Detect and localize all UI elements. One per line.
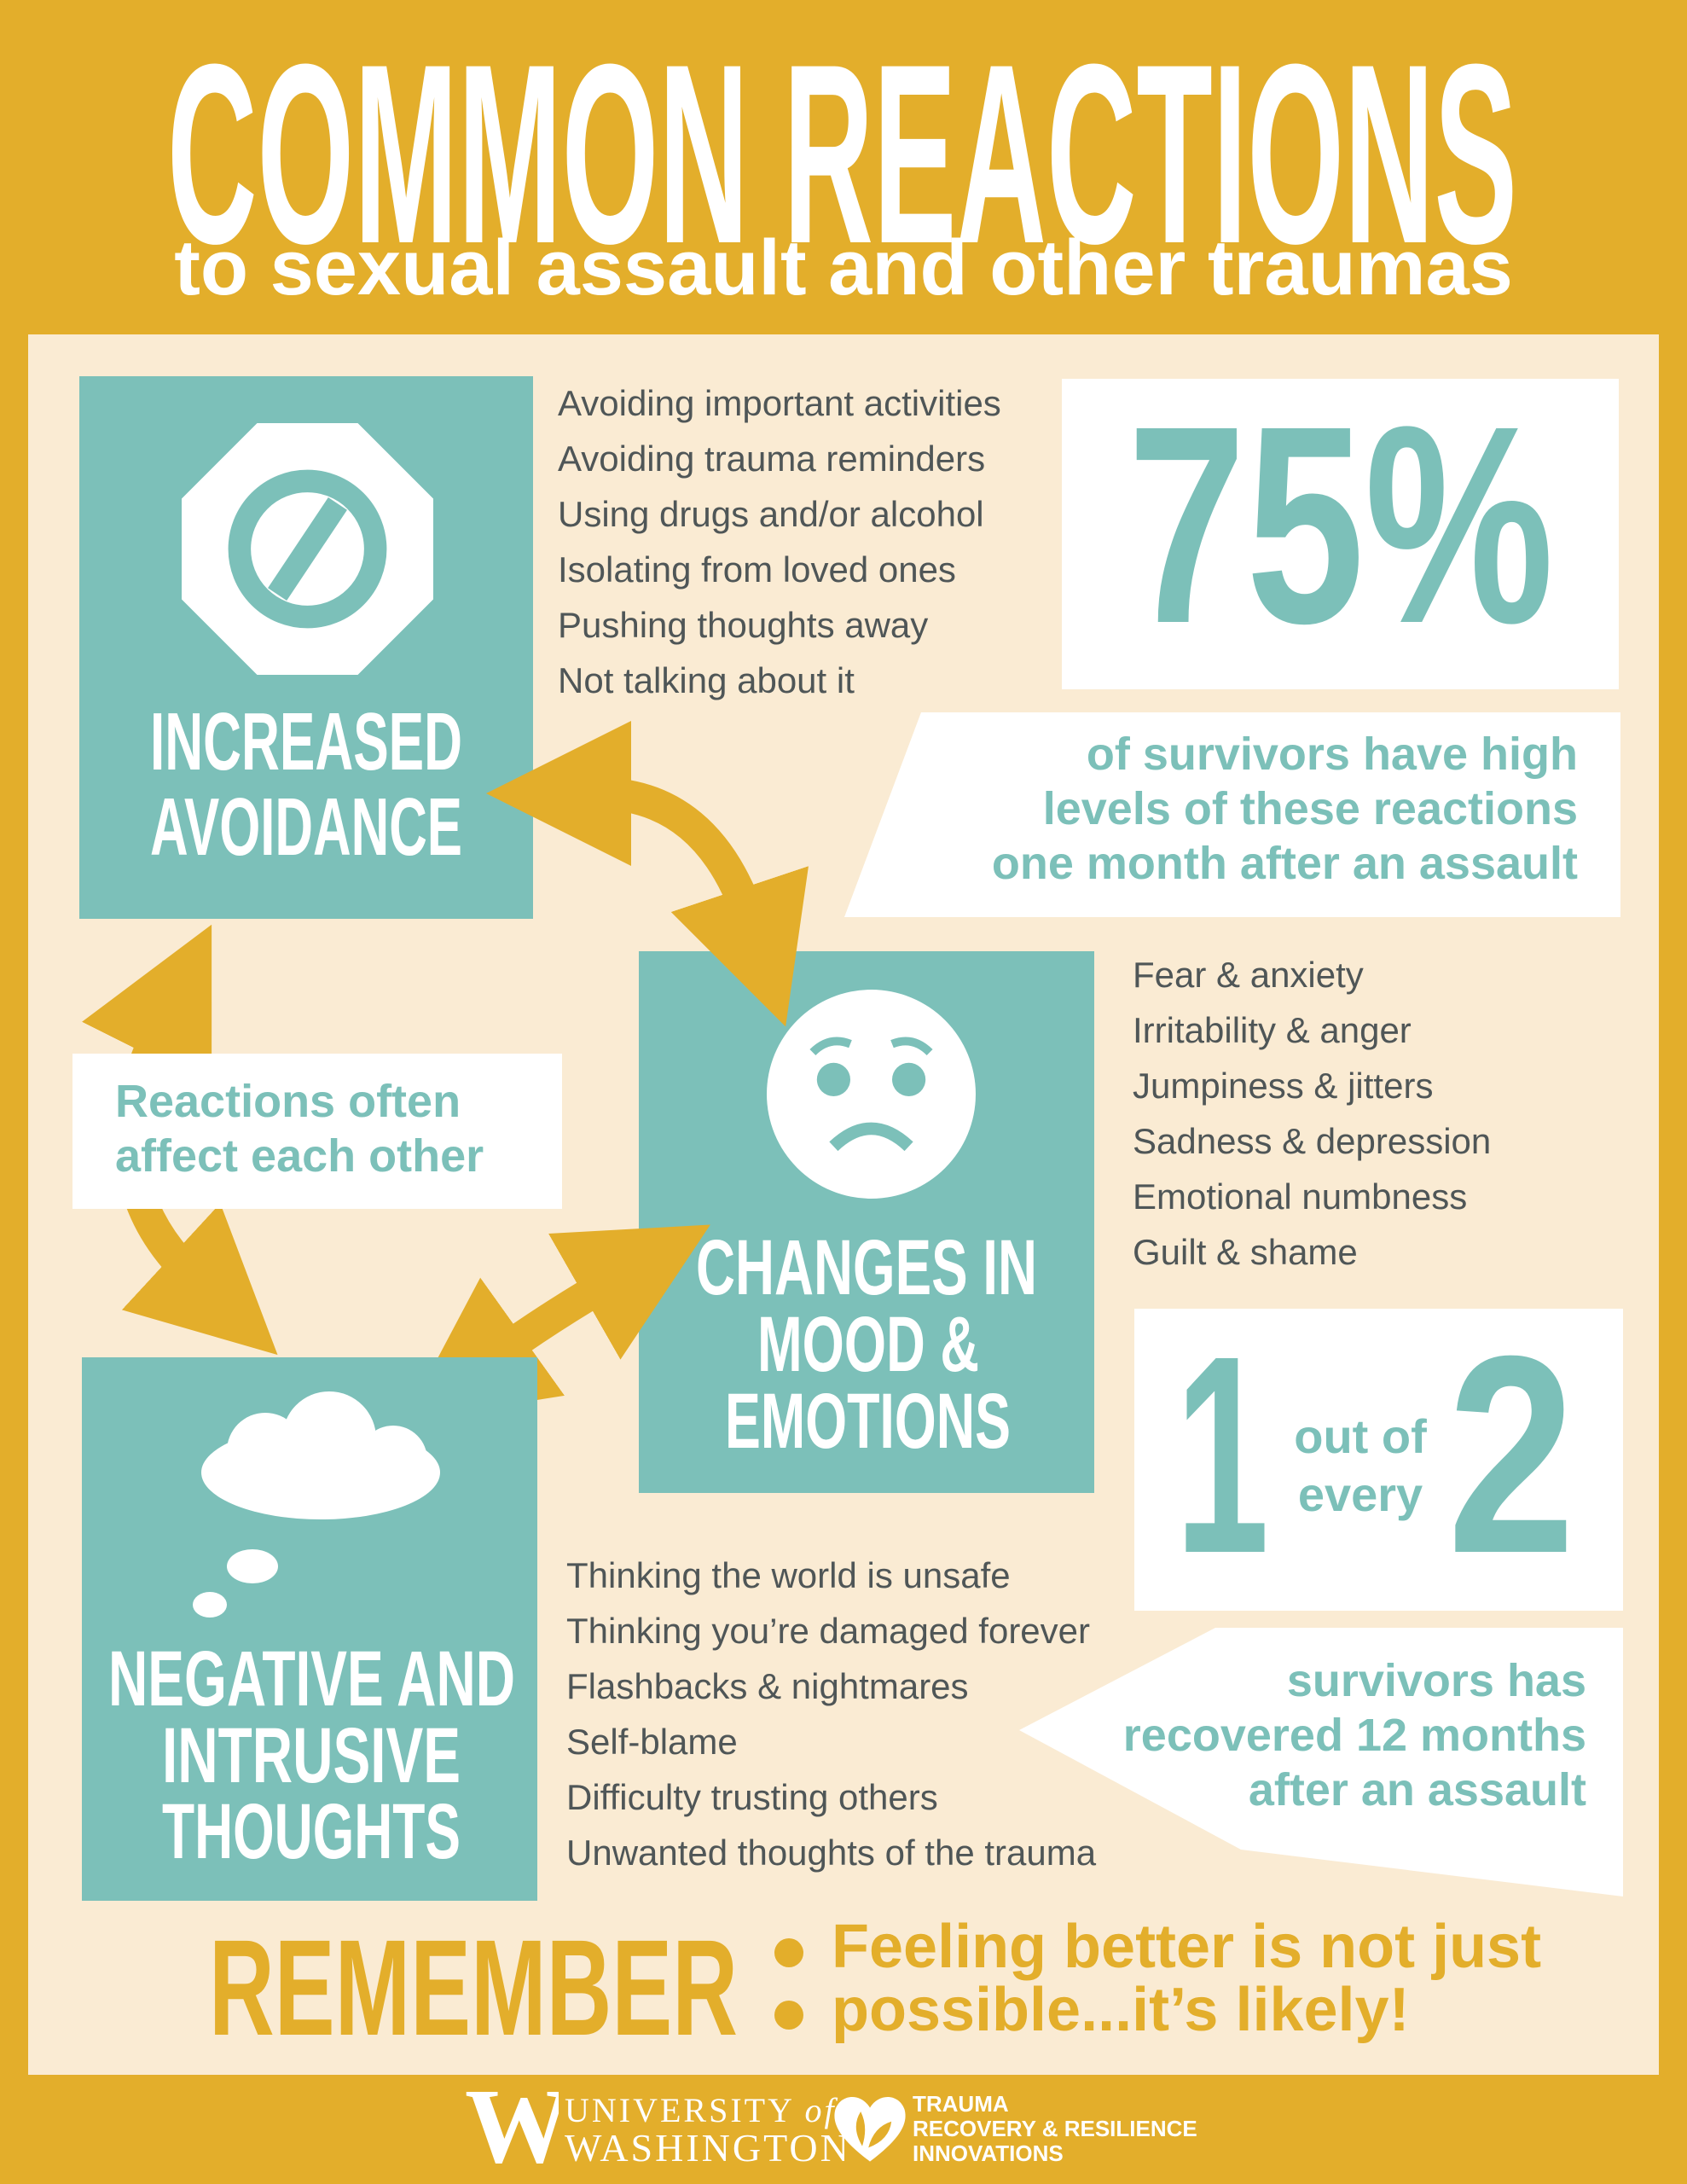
trri-line: TRAUMA	[913, 2091, 1009, 2117]
message-line: possible...it’s likely!	[832, 1976, 1410, 2044]
stat-out-of-every: out of every	[1279, 1408, 1441, 1524]
list-item: Using drugs and/or alcohol	[558, 494, 984, 534]
stat-75-value: 75%	[1128, 367, 1554, 682]
trri-line: INNOVATIONS	[913, 2140, 1064, 2166]
bullet-dot	[774, 1938, 803, 1967]
thoughts-card	[82, 1357, 537, 1901]
avoidance-list: Avoiding important activities Avoiding t…	[558, 375, 1001, 708]
thoughts-heading-line1: NEGATIVE AND	[108, 1635, 515, 1722]
mood-card	[639, 951, 1094, 1493]
list-item: Isolating from loved ones	[558, 549, 956, 590]
page-title: COMMON REACTIONS	[167, 10, 1517, 297]
list-item: Flashbacks & nightmares	[566, 1666, 969, 1706]
caption-line: after an assault	[1248, 1764, 1586, 1815]
uw-of: of	[804, 2091, 837, 2129]
stat-middle-line: out of	[1294, 1409, 1427, 1463]
note-line: Reactions often	[115, 1076, 461, 1127]
list-item: Emotional numbness	[1133, 1176, 1468, 1217]
trri-wordmark: TRAUMA RECOVERY & RESILIENCE INNOVATIONS	[913, 2092, 1197, 2166]
stat-1of2-callout-shape	[1019, 1628, 1623, 1896]
list-item: Fear & anxiety	[1133, 955, 1364, 995]
page-subtitle: to sexual assault and other traumas	[174, 224, 1513, 311]
no-sign-octagon-icon	[182, 423, 433, 675]
thoughts-heading-line2: INTRUSIVE	[162, 1712, 461, 1799]
bullet-dot	[774, 2001, 803, 2030]
arrow-avoidance-mood	[486, 721, 809, 1027]
caption-line: recovered 12 months	[1122, 1710, 1586, 1761]
stat-1of2-box	[1134, 1309, 1623, 1611]
list-item: Avoiding trauma reminders	[558, 439, 986, 479]
list-item: Irritability & anger	[1133, 1010, 1412, 1050]
list-item: Difficulty trusting others	[566, 1777, 938, 1817]
stat-num2: 2	[1447, 1297, 1575, 1612]
list-item: Sadness & depression	[1133, 1121, 1492, 1161]
avoidance-heading-line2: AVOIDANCE	[150, 781, 462, 873]
sad-face-icon	[767, 990, 976, 1199]
uw-logo-w: W	[465, 2088, 559, 2165]
list-item: Pushing thoughts away	[558, 605, 929, 645]
thoughts-list: Thinking the world is unsafe Thinking yo…	[566, 1548, 1096, 1880]
list-item: Unwanted thoughts of the trauma	[566, 1833, 1097, 1873]
stat-num1: 1	[1175, 1297, 1269, 1612]
list-item: Not talking about it	[558, 660, 855, 700]
note-line: affect each other	[115, 1130, 484, 1182]
uw-line1: UNIVERSITY	[565, 2091, 794, 2129]
remember-label: REMEMBER	[209, 1911, 738, 2064]
caption-line: survivors has	[1286, 1655, 1586, 1706]
message-line: Feeling better is not just	[832, 1913, 1542, 1981]
avoidance-heading-line1: INCREASED	[150, 696, 462, 787]
caption-line: of survivors have high	[1086, 729, 1578, 780]
list-item: Guilt & shame	[1133, 1232, 1358, 1272]
trri-line: RECOVERY & RESILIENCE	[913, 2116, 1197, 2141]
uw-wordmark: UNIVERSITY of WASHINGTON	[565, 2091, 851, 2169]
stat-75-callout-shape	[844, 712, 1620, 917]
stat-1of2-caption: survivors has recovered 12 months after …	[1123, 1653, 1586, 1817]
stat-75-caption: of survivors have high levels of these r…	[992, 727, 1578, 891]
list-item: Thinking the world is unsafe	[566, 1555, 1011, 1595]
list-item: Thinking you’re damaged forever	[566, 1611, 1091, 1651]
list-item: Self-blame	[566, 1722, 738, 1762]
remember-message: Feeling better is not just possible...it…	[832, 1915, 1541, 2042]
caption-line: one month after an assault	[991, 838, 1578, 889]
caption-line: levels of these reactions	[1042, 783, 1578, 834]
avoidance-card	[79, 376, 533, 919]
mood-heading-line1: CHANGES IN	[696, 1224, 1037, 1311]
arrow-thoughts-mood	[404, 1224, 710, 1421]
stat-middle-line: every	[1297, 1467, 1423, 1521]
thoughts-heading-line3: THOUGHTS	[162, 1788, 461, 1875]
reactions-note: Reactions often affect each other	[72, 1054, 562, 1209]
mood-heading-line3: EMOTIONS	[725, 1378, 1011, 1465]
thought-cloud-icon	[193, 1391, 440, 1618]
uw-line2: WASHINGTON	[565, 2126, 851, 2169]
list-item: Avoiding important activities	[558, 383, 1001, 423]
stat-75-box	[1062, 379, 1619, 689]
mood-list: Fear & anxiety Irritability & anger Jump…	[1133, 947, 1491, 1280]
list-item: Jumpiness & jitters	[1133, 1066, 1434, 1106]
trri-heart-leaf-icon	[834, 2096, 906, 2162]
mood-heading-line2: MOOD &	[757, 1301, 979, 1388]
